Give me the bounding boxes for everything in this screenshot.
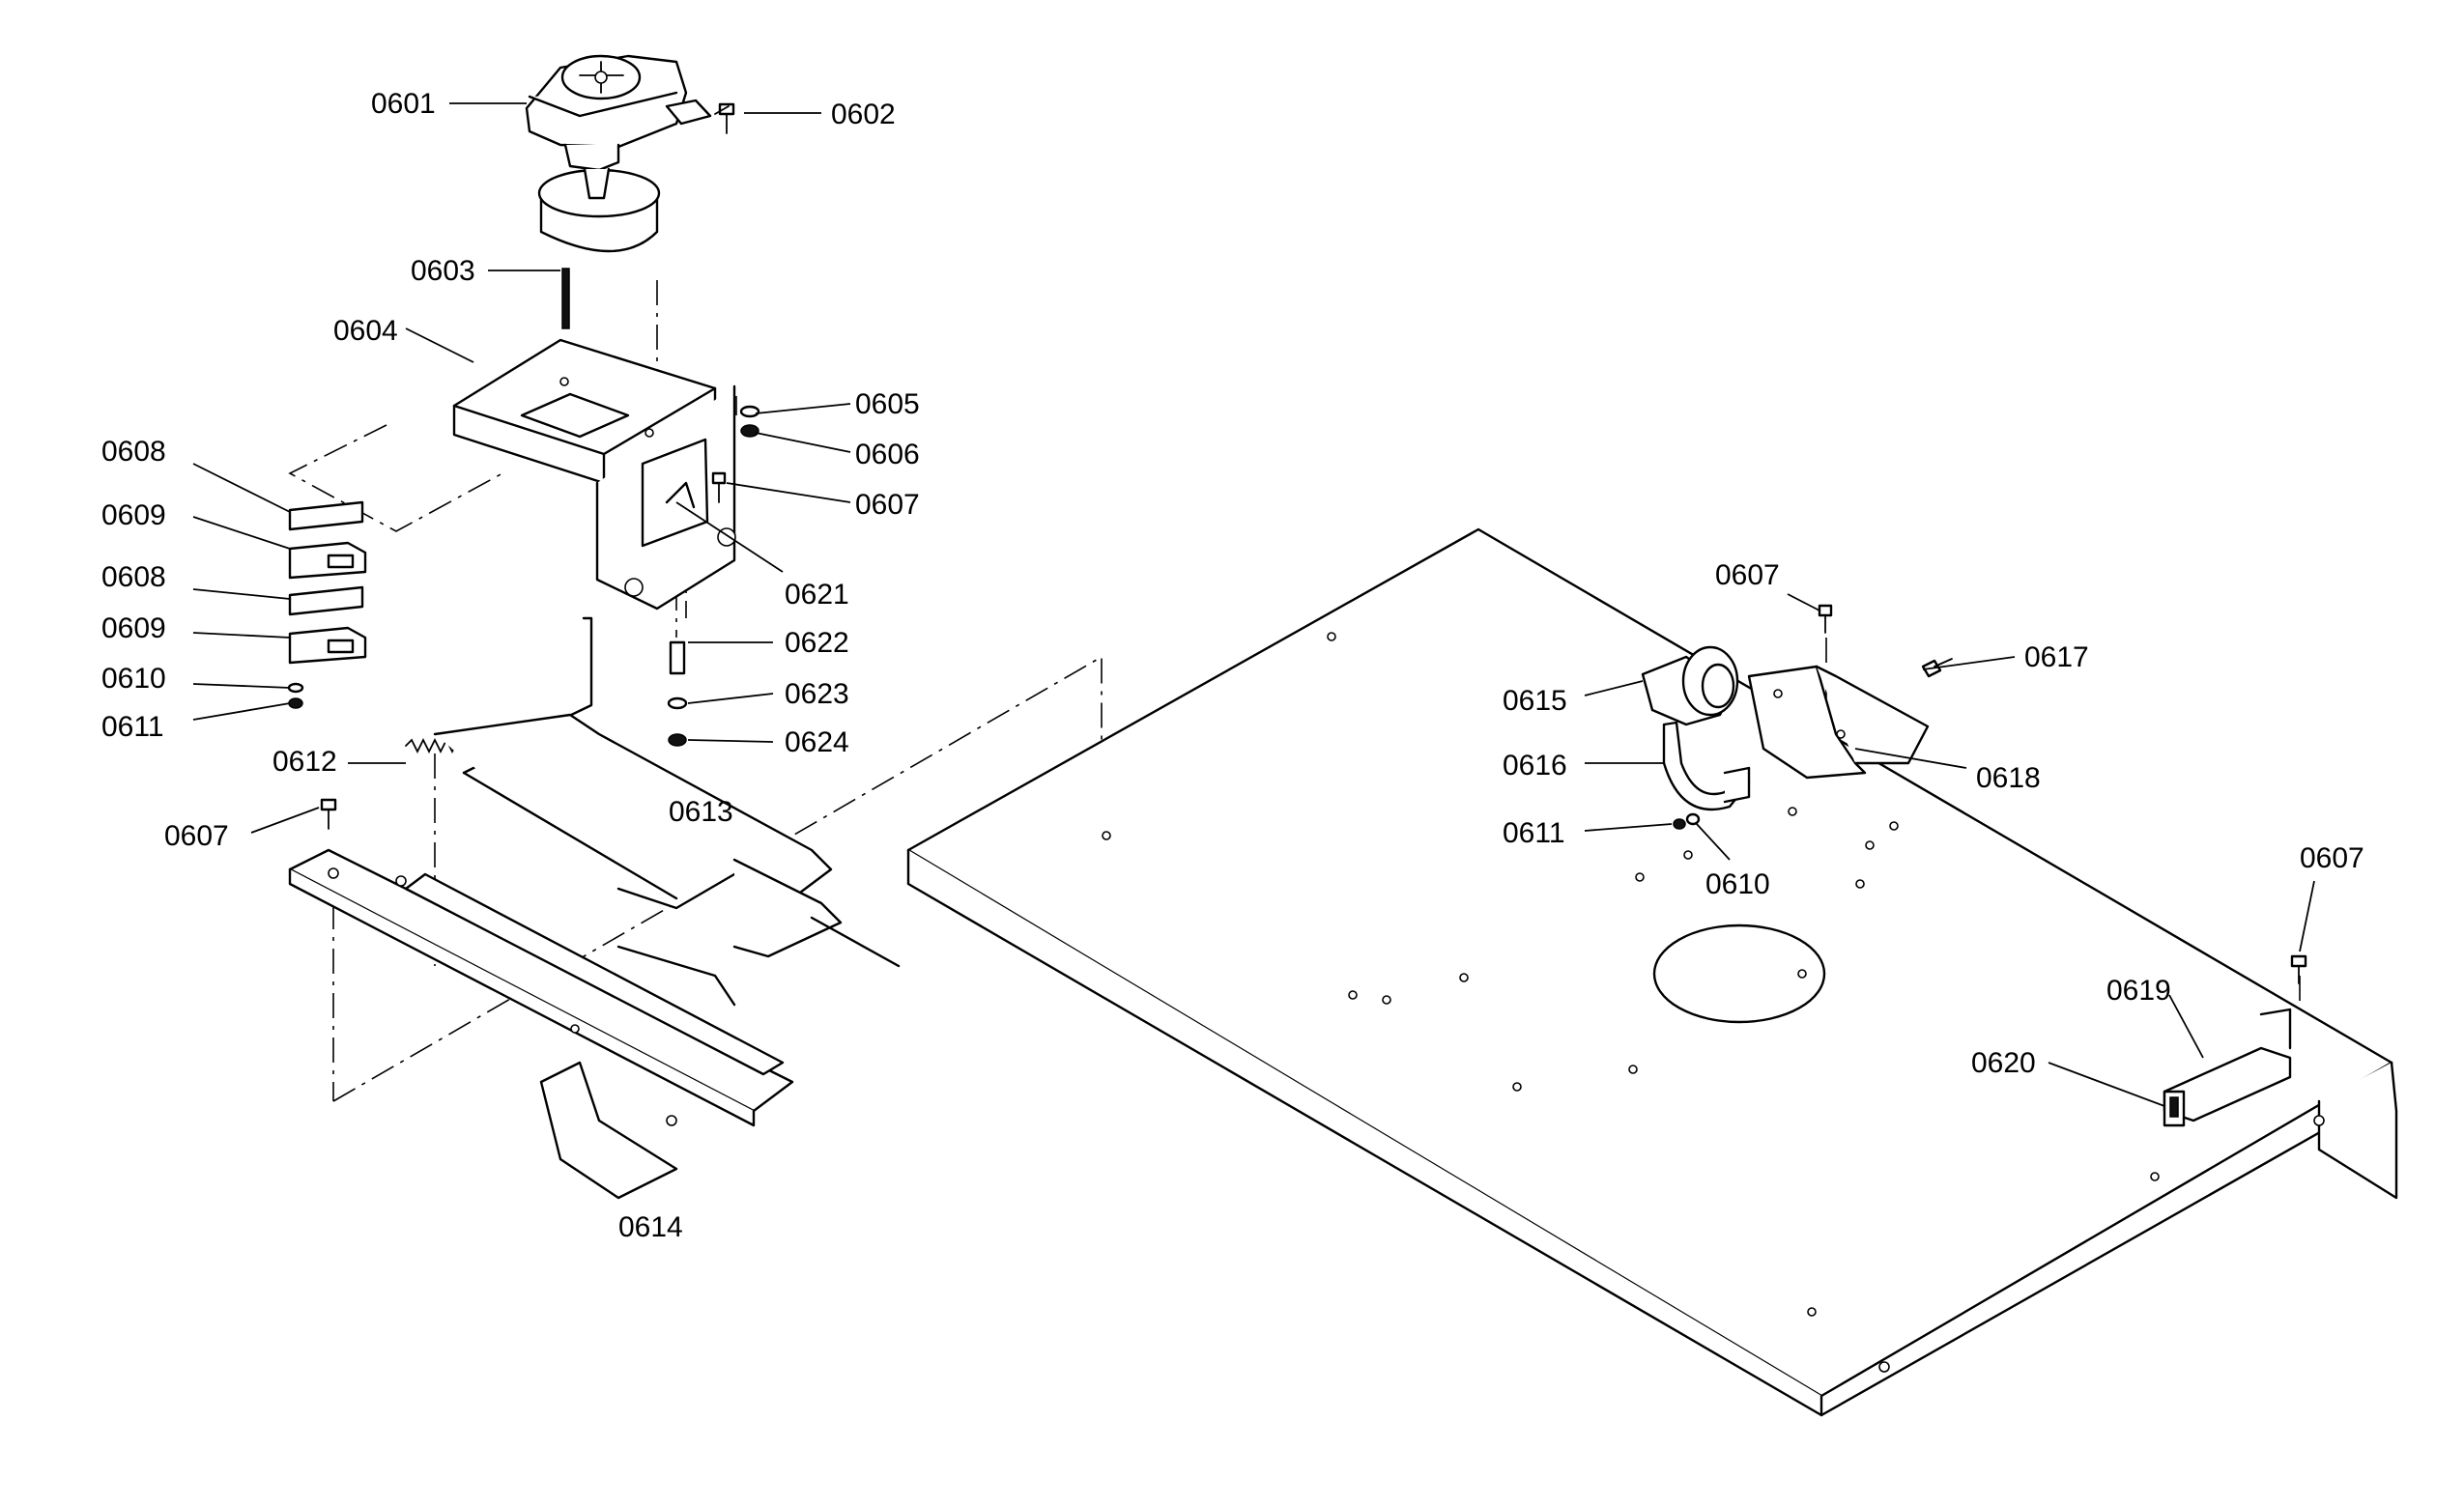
rail-0614 <box>288 848 794 1200</box>
label-0612: 0612 <box>272 746 337 778</box>
switch-stack <box>287 500 367 709</box>
screw-0607-right-upper <box>1818 604 1833 634</box>
label-0617: 0617 <box>2024 641 2089 673</box>
label-0615: 0615 <box>1503 685 1567 717</box>
label-0613: 0613 <box>669 796 733 828</box>
label-0607-d: 0607 <box>2300 842 2364 874</box>
pin-0603 <box>561 268 570 329</box>
label-0610-b: 0610 <box>1705 868 1770 900</box>
label-0607-c: 0607 <box>1715 559 1780 591</box>
label-0610-a: 0610 <box>101 663 166 695</box>
motor-assembly <box>525 54 712 253</box>
label-0620: 0620 <box>1971 1047 2036 1079</box>
label-0601: 0601 <box>371 88 436 120</box>
label-0607-a: 0607 <box>855 489 920 521</box>
label-0622: 0622 <box>785 627 849 659</box>
label-0606: 0606 <box>855 439 920 470</box>
clip-0616 <box>1662 721 1751 830</box>
label-0607-b: 0607 <box>164 820 229 852</box>
label-0623: 0623 <box>785 678 849 710</box>
label-0616: 0616 <box>1503 750 1567 781</box>
screw-0607-left <box>320 798 337 830</box>
label-0602: 0602 <box>831 99 896 130</box>
label-0611-a: 0611 <box>101 711 164 743</box>
bracket-0619 <box>2163 1008 2292 1127</box>
screw-0602 <box>714 102 735 134</box>
label-0604: 0604 <box>333 315 398 347</box>
label-0609-a: 0609 <box>101 499 166 531</box>
label-0605: 0605 <box>855 388 920 420</box>
actuator-0613 <box>433 616 901 1007</box>
screw-0607-upper <box>711 471 727 503</box>
label-0621: 0621 <box>785 579 849 611</box>
label-0611-b: 0611 <box>1503 817 1565 849</box>
label-0609-b: 0609 <box>101 612 166 644</box>
thermostat-0615 <box>1641 645 1739 726</box>
label-0619: 0619 <box>2106 975 2171 1007</box>
leader-lines <box>192 102 2315 1107</box>
bracket-0604 <box>452 338 736 611</box>
label-0618: 0618 <box>1976 762 2041 794</box>
part-labels: 0601 0602 0603 0604 0605 0606 0607 0608 … <box>101 88 2364 1243</box>
pin-0622-set <box>667 640 688 747</box>
label-0608-b: 0608 <box>101 561 166 593</box>
label-0624: 0624 <box>785 726 849 758</box>
screw-0607-right-lower <box>2290 954 2307 984</box>
label-0603: 0603 <box>411 255 475 287</box>
base-plate <box>906 527 2398 1417</box>
label-0614: 0614 <box>618 1211 683 1243</box>
washers-0605-0606 <box>739 405 760 438</box>
label-0608-a: 0608 <box>101 436 166 468</box>
bracket-0618 <box>1747 665 1930 780</box>
